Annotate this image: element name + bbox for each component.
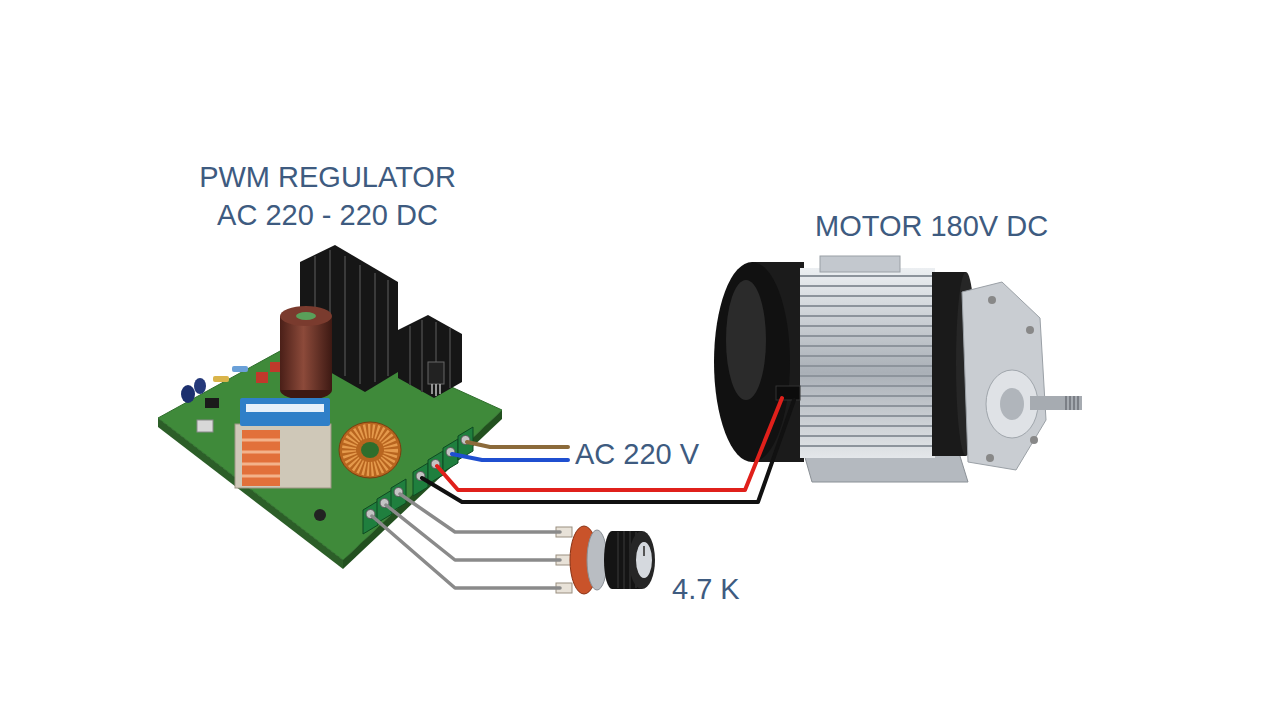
motor-top-block — [820, 256, 900, 272]
small-capacitor — [181, 385, 195, 403]
small-ic — [205, 398, 219, 408]
film-capacitor — [256, 372, 268, 383]
component-heading: MOTOR 180V DC — [815, 207, 1048, 245]
motor-wire-red — [437, 398, 782, 490]
transformer-core — [235, 424, 331, 488]
flange-bolt — [988, 296, 996, 304]
transistor-legs — [432, 384, 440, 396]
pot-wire — [372, 516, 560, 588]
regulator-board: PWM REGULATOR AC 220 - 220 DC — [150, 150, 510, 570]
toroid-windings — [349, 431, 391, 469]
knob-face — [629, 531, 655, 589]
ac-wire-blue — [452, 454, 568, 460]
motor-highlight — [726, 280, 766, 400]
component-heading: PWM REGULATOR AC 220 - 220 DC — [185, 158, 470, 234]
knob-cap — [636, 542, 652, 578]
value-label: 4.7 K — [672, 570, 740, 608]
resistor — [213, 376, 229, 382]
motor-flange — [962, 282, 1046, 470]
motor-bearing — [1000, 388, 1024, 420]
motor-fins — [800, 276, 935, 446]
flange-bolt — [1030, 436, 1038, 444]
transformer-label-stripe — [246, 404, 324, 412]
small-part — [197, 420, 213, 432]
heatsink-fins — [410, 320, 450, 394]
motor-wire-black — [422, 400, 794, 502]
ac-wire-brown — [467, 442, 568, 447]
electrolytic-capacitor — [280, 316, 332, 390]
toroid-inductor — [339, 422, 401, 478]
small-part — [314, 509, 326, 521]
motor: MOTOR 180V DC — [705, 195, 1100, 490]
flange-bolt — [986, 454, 994, 462]
resistor — [232, 366, 248, 372]
motor-body — [800, 268, 935, 458]
knob-pointer — [643, 546, 645, 556]
transformer-coil — [242, 430, 280, 486]
small-capacitor — [194, 378, 206, 394]
heatsink — [398, 315, 462, 398]
shaft-thread — [1066, 396, 1078, 410]
motor-rear-face — [714, 262, 790, 462]
toroid-hole — [361, 442, 379, 458]
motor-shaft — [1030, 396, 1082, 410]
supply-label: AC 220 V — [575, 435, 699, 473]
coil-windings — [242, 440, 280, 476]
pot-wire — [400, 494, 560, 532]
transistor — [428, 362, 444, 384]
label-anchor: AC 220 V — [575, 435, 699, 473]
flange-bolt — [1026, 326, 1034, 334]
potentiometer: 4.7 K — [550, 520, 760, 614]
capacitor-top — [280, 306, 332, 326]
cable-gland — [776, 386, 800, 400]
transformer-label — [240, 398, 330, 426]
capacitor-sticker — [296, 312, 316, 320]
film-capacitor — [270, 362, 281, 372]
